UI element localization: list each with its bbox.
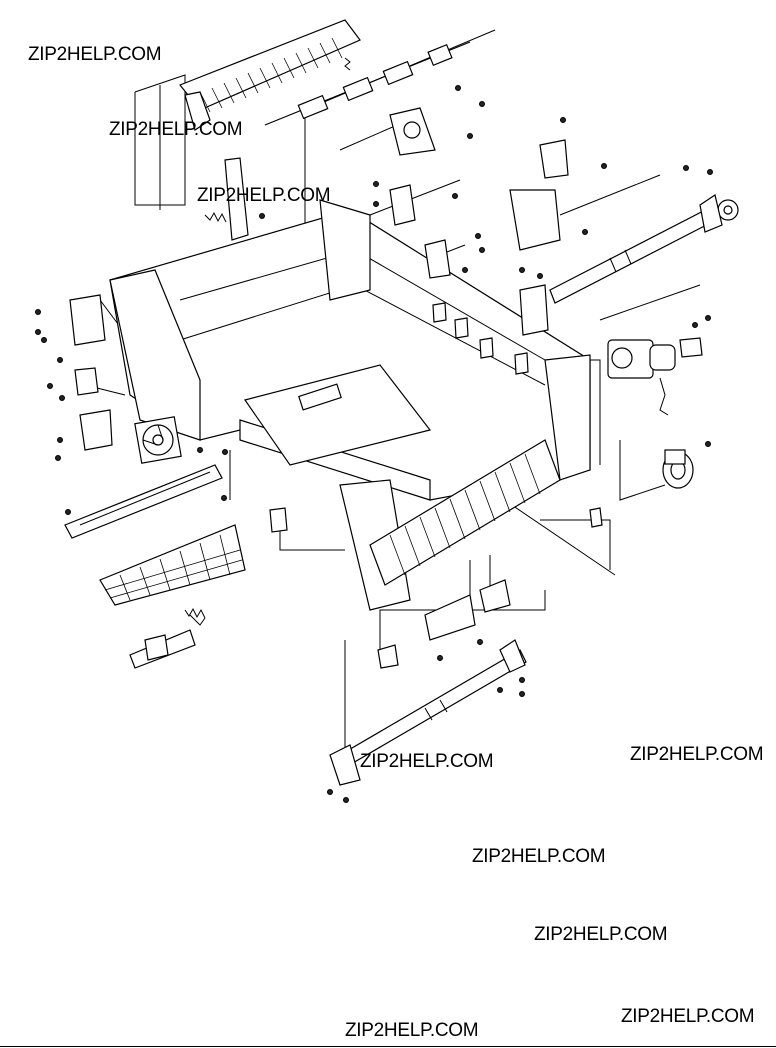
clutch-part [662, 449, 694, 489]
watermark-text: ZIP2HELP.COM [360, 751, 494, 772]
fan-part [134, 416, 182, 464]
watermark-text: ZIP2HELP.COM [472, 846, 606, 867]
bottom-rule [0, 1046, 776, 1047]
watermark-text: ZIP2HELP.COM [630, 744, 764, 765]
watermark-text: ZIP2HELP.COM [534, 924, 668, 945]
screws-parts [35, 85, 713, 803]
paper-feed-roller-part [369, 439, 561, 586]
watermark-text: ZIP2HELP.COM [109, 119, 243, 140]
guide-tray-part [99, 524, 246, 606]
lever-part [129, 614, 206, 669]
watermark-text: ZIP2HELP.COM [345, 1020, 479, 1041]
watermark-text: ZIP2HELP.COM [621, 1006, 755, 1027]
springs-parts [184, 57, 351, 619]
left-rail-part [64, 464, 223, 539]
sensor-parts [269, 302, 603, 669]
watermark-text: ZIP2HELP.COM [197, 185, 331, 206]
top-guide-part [179, 19, 361, 131]
brackets-parts [69, 107, 703, 451]
bottom-shaft-part [329, 639, 527, 786]
motor-part [607, 339, 676, 416]
right-shaft-part [549, 194, 739, 304]
watermark-text: ZIP2HELP.COM [28, 44, 162, 65]
upper-roller-part [264, 41, 471, 126]
